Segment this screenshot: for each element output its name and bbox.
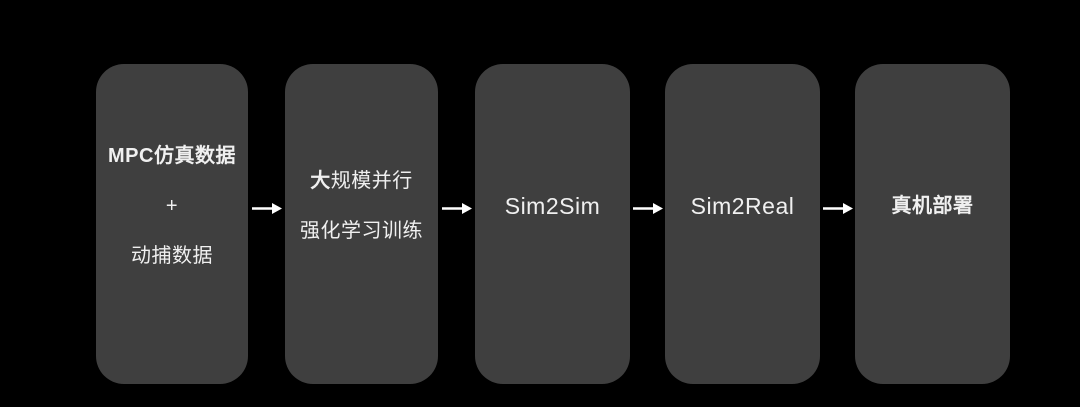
step-label-line: Sim2Sim [504,192,601,219]
step-label-line: 大规模并行 [310,170,413,193]
step-label-rest: 规模并行 [330,169,413,192]
step-sim2real: Sim2Real [665,64,820,384]
step-real-deployment: 真机部署 [855,64,1010,384]
step-content: MPC仿真数据 + 动捕数据 [108,145,236,268]
step-content: Sim2Sim [504,192,601,219]
plus-sign: + [165,194,179,217]
step-label-line: 动捕数据 [130,244,213,267]
step-label-line: 强化学习训练 [300,219,423,242]
right-arrow-icon [633,203,663,214]
step-label-line: Sim2Real [690,192,795,219]
right-arrow-icon [442,203,472,214]
step-content: 大规模并行 强化学习训练 [300,170,423,243]
step-sim2sim: Sim2Sim [475,64,630,384]
step-content: 真机部署 [892,195,974,218]
step-training-data: MPC仿真数据 + 动捕数据 [96,64,248,384]
step-label-bold-part: 大 [310,169,331,192]
step-rl-training: 大规模并行 强化学习训练 [285,64,438,384]
right-arrow-icon [823,203,853,214]
step-content: Sim2Real [690,192,795,219]
step-label-line: 真机部署 [891,194,974,217]
right-arrow-icon [252,203,282,214]
step-label-line: MPC仿真数据 [108,144,236,167]
